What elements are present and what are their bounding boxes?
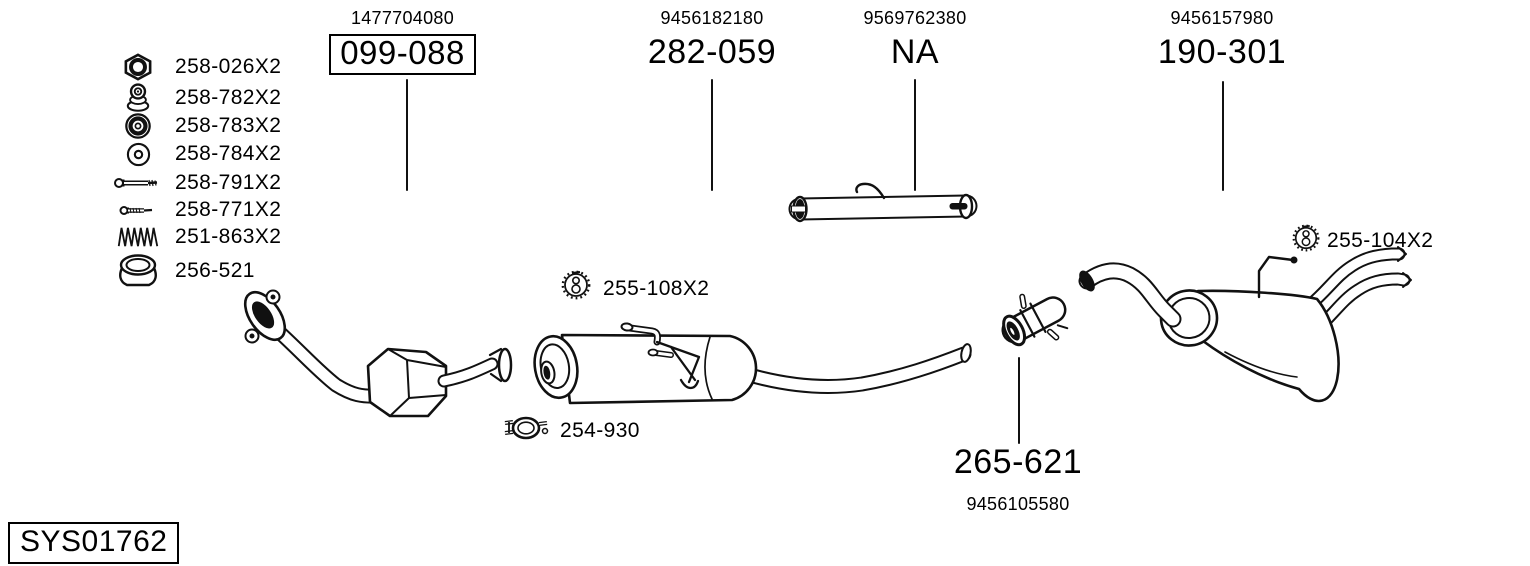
legend-part-number: 251-863X2 xyxy=(175,225,282,248)
part-number-label: 255-108X2 xyxy=(603,277,710,300)
hex-nut-icon xyxy=(108,53,168,81)
rubber-hanger-icon xyxy=(1291,224,1321,257)
rear-muffler-drawing xyxy=(1078,246,1412,403)
callout-front-pipe: 1477704080 099-088 xyxy=(315,8,490,75)
short-bolt-icon xyxy=(108,203,168,217)
legend-part-number: 258-771X2 xyxy=(175,198,282,221)
legend-part-number: 256-521 xyxy=(175,259,255,282)
legend-part-number: 258-782X2 xyxy=(175,86,282,109)
legend-part-number: 258-791X2 xyxy=(175,171,282,194)
washer-icon xyxy=(108,142,168,167)
callout-rear-muffler: 9456157980 190-301 xyxy=(1138,8,1306,70)
oe-reference-number: 9456105580 xyxy=(966,494,1070,515)
legend-item: 251-863X2 xyxy=(108,220,281,254)
oe-reference-number: 9569762380 xyxy=(863,8,967,28)
legend-item: 258-784X2 xyxy=(108,137,281,171)
rubber-hanger-icon xyxy=(560,270,592,305)
rubber-ring-icon xyxy=(108,112,168,140)
front-pipe-catalyst-drawing xyxy=(243,289,513,418)
system-id-box: SYS01762 xyxy=(8,522,180,564)
seal-ring-icon xyxy=(108,253,168,289)
long-bolt-icon xyxy=(108,176,168,190)
coupling-drawing xyxy=(1001,293,1069,347)
callout-center-muffler: 9456182180 282-059 xyxy=(628,8,796,70)
legend-part-number: 258-026X2 xyxy=(175,55,282,78)
part-code: 190-301 xyxy=(1157,33,1287,71)
grommet-stack-icon xyxy=(108,83,168,113)
part-code: NA xyxy=(890,33,940,71)
legend-item: 258-026X2 xyxy=(108,50,281,84)
part-number-label: 254-930 xyxy=(560,419,640,442)
oe-reference-number: 1477704080 xyxy=(350,8,455,28)
legend-item: 258-783X2 xyxy=(108,109,281,143)
center-muffler-drawing xyxy=(533,322,972,405)
connecting-pipe-drawing xyxy=(788,182,978,223)
leader-lines xyxy=(406,79,1224,444)
legend-item: 258-771X2 xyxy=(108,193,281,227)
legend-part-number: 258-784X2 xyxy=(175,142,282,165)
legend-item: 256-521 xyxy=(108,254,255,288)
callout-connecting-pipe: 9569762380 NA xyxy=(852,8,978,70)
legend-item: 258-782X2 xyxy=(108,81,281,115)
part-number-label: 255-104X2 xyxy=(1327,229,1434,252)
callout-coupling: 265-621 9456105580 xyxy=(938,444,1098,515)
part-code-boxed: 099-088 xyxy=(329,34,476,75)
legend-item: 258-791X2 xyxy=(108,166,281,200)
oe-reference-number: 9456182180 xyxy=(660,8,764,28)
part-code: 265-621 xyxy=(953,443,1083,481)
part-code: 282-059 xyxy=(647,33,777,71)
legend-part-number: 258-783X2 xyxy=(175,114,282,137)
oe-reference-number: 9456157980 xyxy=(1170,8,1274,28)
spring-icon xyxy=(108,226,168,248)
pipe-clamp-icon xyxy=(502,415,550,446)
